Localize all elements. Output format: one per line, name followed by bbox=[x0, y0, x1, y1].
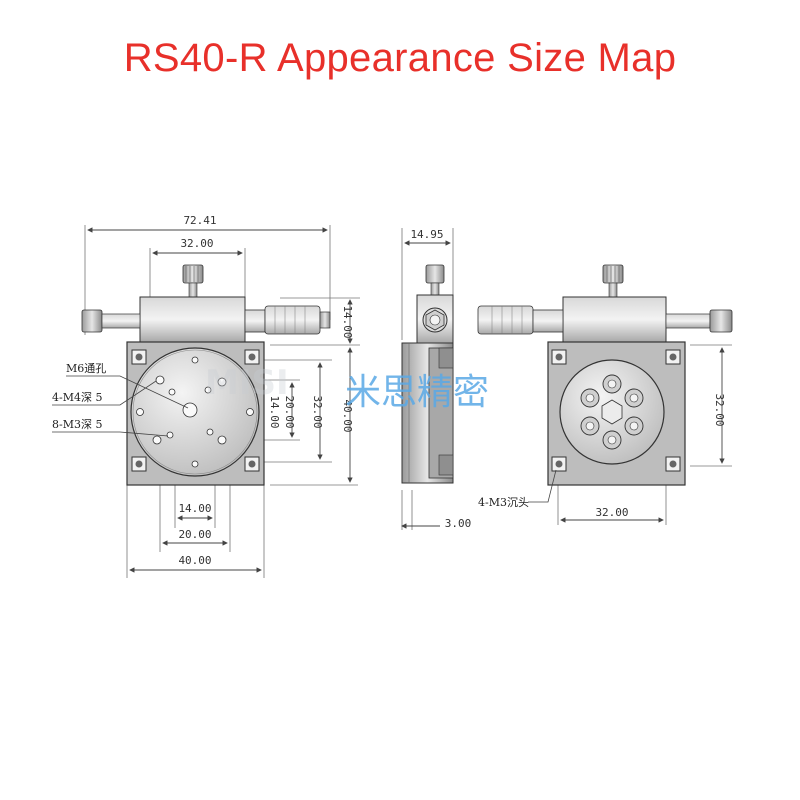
dim-right-40: 40.00 bbox=[341, 399, 354, 432]
note-m3-countersink: 4-M3沉头 bbox=[478, 496, 529, 509]
note-m4-depth: 4-M4深 5 bbox=[52, 391, 102, 404]
front-view: 72.41 32.00 14.00 14.00 20.00 32.00 40.0… bbox=[52, 214, 360, 578]
dim-bottom-40: 40.00 bbox=[178, 554, 211, 567]
side-view: 14.95 3.00 bbox=[401, 228, 472, 530]
dim-side-width: 14.95 bbox=[410, 228, 443, 241]
dim-inner-20: 20.00 bbox=[283, 395, 296, 428]
note-m3-depth: 8-M3深 5 bbox=[52, 418, 102, 431]
dim-inner-14: 14.00 bbox=[268, 395, 281, 428]
dim-upper-height: 14.00 bbox=[341, 305, 354, 338]
dim-bottom-14: 14.00 bbox=[178, 502, 211, 515]
note-m6-through: M6通孔 bbox=[66, 362, 106, 375]
dim-overall-width: 72.41 bbox=[183, 214, 216, 227]
dim-back-height: 32.00 bbox=[713, 393, 726, 426]
dim-right-32: 32.00 bbox=[311, 395, 324, 428]
back-view: 32.00 32.00 bbox=[477, 264, 733, 525]
dim-back-width: 32.00 bbox=[595, 506, 628, 519]
dim-side-offset: 3.00 bbox=[445, 517, 472, 530]
dim-bottom-20: 20.00 bbox=[178, 528, 211, 541]
dim-top-width: 32.00 bbox=[180, 237, 213, 250]
watermark-latin: MISI bbox=[205, 363, 289, 403]
page-title: RS40-R Appearance Size Map bbox=[123, 36, 677, 80]
watermark-chinese: 米思精密 bbox=[345, 372, 489, 413]
